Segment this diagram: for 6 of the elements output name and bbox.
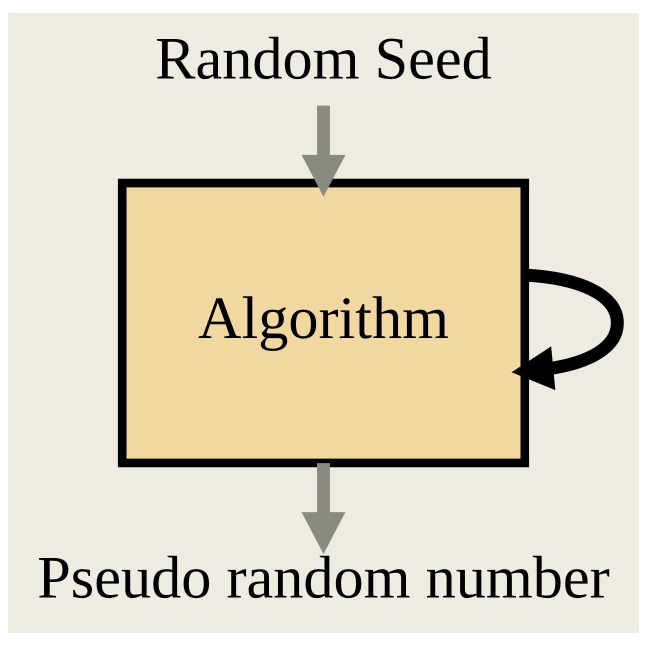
arrow xyxy=(302,106,346,197)
arrow xyxy=(302,463,346,554)
node-text: Pseudo random number xyxy=(37,544,610,612)
node-box: Algorithm xyxy=(118,178,530,468)
arrow xyxy=(512,268,624,390)
node-text: Random Seed xyxy=(155,25,492,92)
